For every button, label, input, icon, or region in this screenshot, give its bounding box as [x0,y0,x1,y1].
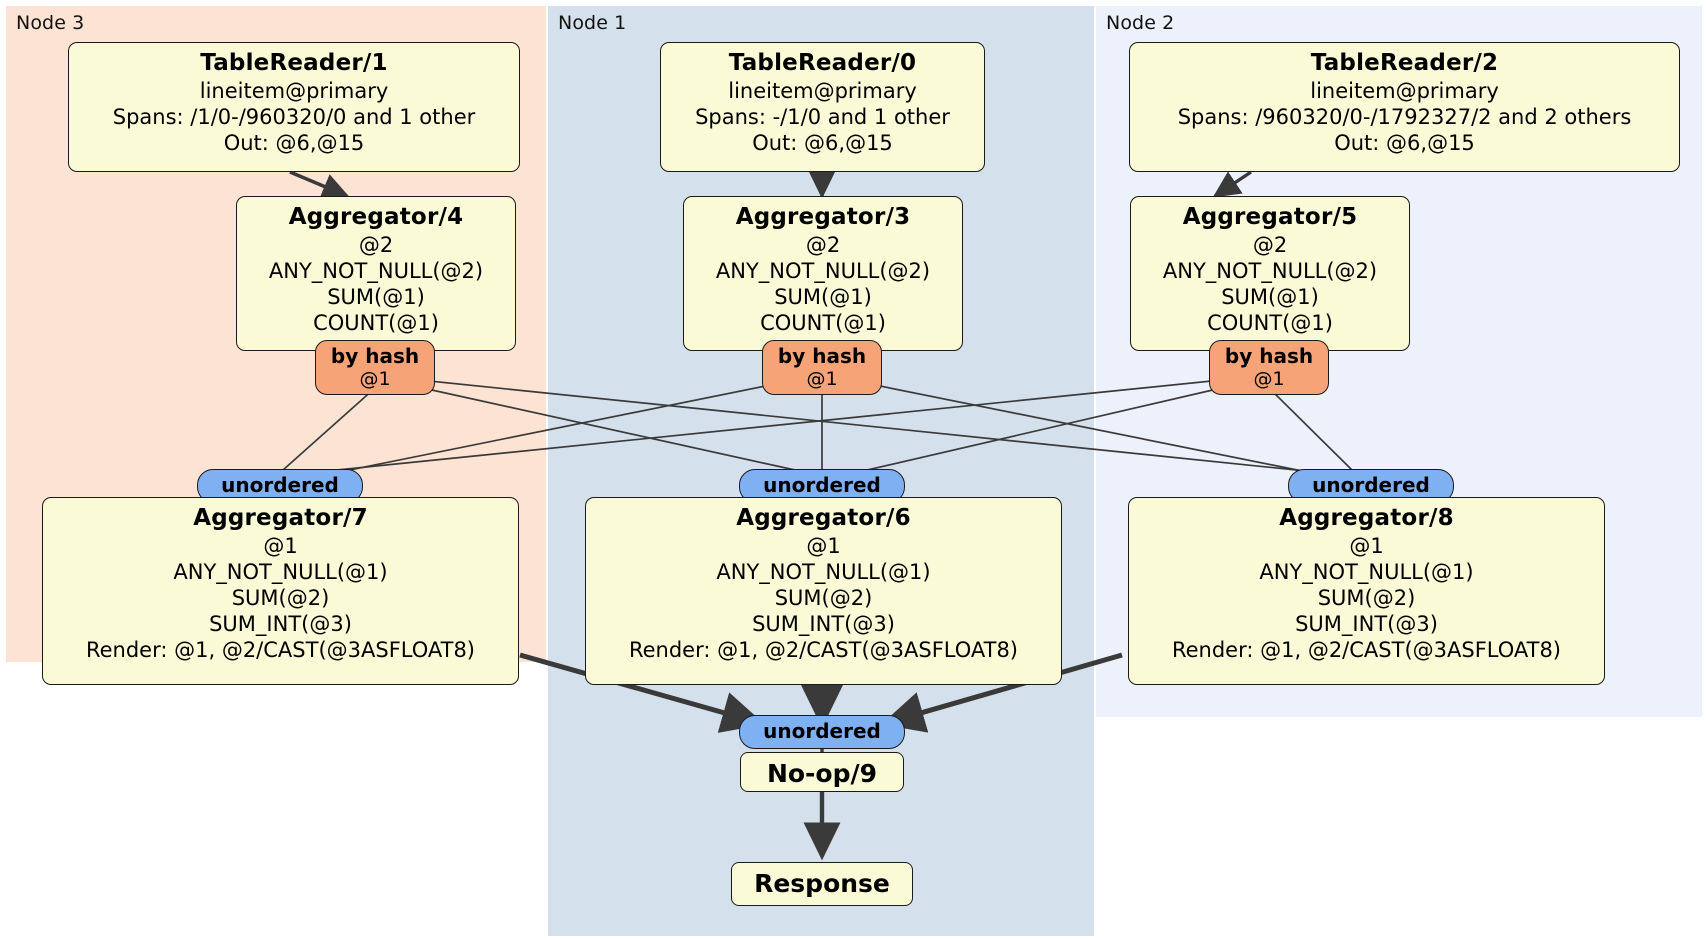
processor-detail-line: @1 [806,534,841,558]
processor-detail-line: ANY_NOT_NULL(@2) [1162,259,1378,283]
processor-detail-line: SUM_INT(@3) [1295,612,1438,636]
processor-detail-line: Out: @6,@15 [752,131,893,155]
processor-title: Aggregator/7 [193,505,368,531]
processor-render-line: Render: @1, @2/CAST(@3ASFLOAT8) [85,638,476,662]
processor-aggregator-3[interactable]: Aggregator/3 @2 ANY_NOT_NULL(@2) SUM(@1)… [683,196,963,351]
processor-detail-line: SUM_INT(@3) [209,612,352,636]
processor-detail-line: COUNT(@1) [1207,311,1333,335]
processor-tablereader-2[interactable]: TableReader/2 lineitem@primary Spans: /9… [1129,42,1680,172]
processor-title: Aggregator/6 [736,505,911,531]
edge-hashC-unR [849,379,1338,479]
hash-router-center[interactable]: by hash @1 [762,340,882,395]
hash-router-column: @1 [359,368,391,390]
processor-aggregator-4[interactable]: Aggregator/4 @2 ANY_NOT_NULL(@2) SUM(@1)… [236,196,516,351]
processor-aggregator-5[interactable]: Aggregator/5 @2 ANY_NOT_NULL(@2) SUM(@1)… [1130,196,1410,351]
edge-hashL-unR [399,377,1336,475]
processor-title: Aggregator/4 [288,204,464,230]
edge-reader2-agg5 [1212,170,1252,198]
processor-detail-line: lineitem@primary [1310,79,1499,103]
node-panel-label: Node 3 [16,12,85,34]
processor-aggregator-6[interactable]: Aggregator/6 @1 ANY_NOT_NULL(@1) SUM(@2)… [585,497,1062,685]
processor-detail-line: @1 [263,534,298,558]
processor-detail-line: Out: @6,@15 [223,131,365,155]
processor-detail-line: lineitem@primary [199,79,389,103]
processor-tablereader-1[interactable]: TableReader/1 lineitem@primary Spans: /1… [68,42,520,172]
edge-hashL-unC [399,382,796,471]
processor-detail-line: @1 [1349,534,1384,558]
processor-tablereader-0[interactable]: TableReader/0 lineitem@primary Spans: -/… [660,42,985,172]
processor-aggregator-8[interactable]: Aggregator/8 @1 ANY_NOT_NULL(@1) SUM(@2)… [1128,497,1605,685]
edge-agg7-final [519,652,765,733]
processor-detail-line: SUM(@2) [231,586,330,610]
processor-title: Aggregator/5 [1182,204,1358,230]
processor-detail-line: lineitem@primary [728,79,917,103]
node-panel-label: Node 2 [1106,12,1175,34]
processor-detail-line: SUM(@1) [1221,285,1319,309]
edge-hashR-unL [336,377,1242,471]
edge-hashR-unR [1268,387,1353,471]
processor-detail-line: ANY_NOT_NULL(@1) [716,560,931,584]
processor-detail-line: SUM(@1) [327,285,425,309]
processor-detail-line: ANY_NOT_NULL(@2) [715,259,931,283]
processor-no-op-9[interactable]: No-op/9 [740,752,904,792]
hash-router-column: @1 [806,368,838,390]
hash-router-label: by hash [1224,344,1314,368]
node-panel-label: Node 1 [558,12,627,34]
processor-detail-line: Spans: -/1/0 and 1 other [695,105,950,129]
processor-render-line: Render: @1, @2/CAST(@3ASFLOAT8) [1171,638,1562,662]
hash-router-left[interactable]: by hash @1 [315,340,435,395]
processor-detail-line: Spans: /960320/0-/1792327/2 and 2 others [1177,105,1632,129]
processor-title: TableReader/1 [200,50,388,76]
edge-hashR-unC [849,382,1244,475]
processor-detail-line: @2 [358,233,394,257]
processor-detail-line: ANY_NOT_NULL(@1) [173,560,388,584]
edge-hashL-unL [282,387,376,471]
processor-title: Aggregator/8 [1279,505,1454,531]
edge-reader1-agg4 [289,170,350,199]
processor-detail-line: ANY_NOT_NULL(@2) [268,259,484,283]
processor-response[interactable]: Response [731,862,913,906]
processor-title: TableReader/2 [1310,50,1499,76]
edge-hashC-unL [329,379,796,475]
processor-title: TableReader/0 [728,50,917,76]
hash-router-label: by hash [330,344,420,368]
processor-render-line: Render: @1, @2/CAST(@3ASFLOAT8) [628,638,1019,662]
processor-aggregator-7[interactable]: Aggregator/7 @1 ANY_NOT_NULL(@1) SUM(@2)… [42,497,519,685]
hash-router-column: @1 [1253,368,1285,390]
processor-detail-line: ANY_NOT_NULL(@1) [1259,560,1474,584]
processor-detail-line: COUNT(@1) [760,311,886,335]
processor-title: Aggregator/3 [735,204,911,230]
processor-detail-line: SUM(@2) [1317,586,1416,610]
processor-detail-line: SUM(@1) [774,285,872,309]
synchronizer-unordered-final[interactable]: unordered [739,715,905,749]
hash-router-label: by hash [777,344,867,368]
processor-detail-line: COUNT(@1) [313,311,439,335]
hash-router-right[interactable]: by hash @1 [1209,340,1329,395]
processor-detail-line: Spans: /1/0-/960320/0 and 1 other [112,105,476,129]
processor-detail-line: SUM(@2) [774,586,873,610]
processor-detail-line: SUM_INT(@3) [752,612,895,636]
edge-agg8-final [881,652,1123,733]
processor-detail-line: Out: @6,@15 [1334,131,1475,155]
processor-detail-line: @2 [1252,233,1288,257]
processor-detail-line: @2 [805,233,841,257]
